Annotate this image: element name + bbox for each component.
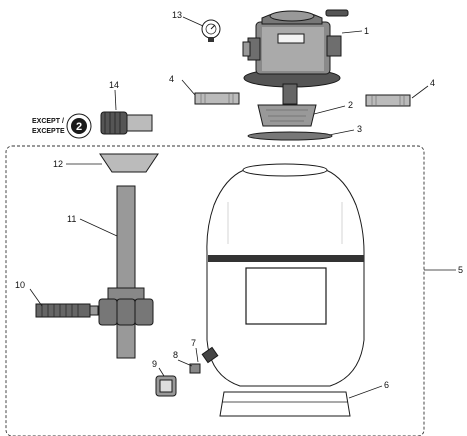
lateral [35,303,99,318]
exception-badge: 2 [66,113,92,139]
tank-base [219,391,351,417]
callout-2: 2 [348,100,353,110]
union-nipple-left [194,92,240,105]
tank-assembly-boundary [5,145,425,436]
pressure-gauge [201,19,221,42]
callout-11: 11 [67,214,76,224]
filter-tank [206,163,365,387]
drain-plug [189,363,201,374]
multiport-valve [242,9,349,88]
exception-note-line1: EXCEPT / [32,118,64,125]
callout-14: 14 [109,80,119,90]
callout-7: 7 [191,338,196,348]
callout-3: 3 [357,124,362,134]
exception-badge-number: 2 [76,121,82,133]
valve-gasket [247,131,333,141]
callout-10: 10 [15,280,25,290]
drain-fitting [201,346,219,364]
drain-cap [100,111,153,135]
diffuser-basket [257,83,317,127]
callout-4-left: 4 [169,74,174,84]
lateral-hub [98,287,154,326]
callout-8: 8 [173,350,178,360]
drain-cap-oring [155,375,177,397]
standpipe-top [99,153,159,173]
union-nipple-right [365,94,411,107]
callout-9: 9 [152,359,157,369]
leader-lines [29,16,456,399]
standpipe [116,185,136,359]
callout-12: 12 [53,159,63,169]
callout-4-right: 4 [430,78,435,88]
callout-1: 1 [364,26,369,36]
callout-6: 6 [384,380,389,390]
callout-5: 5 [458,265,463,275]
callout-13: 13 [172,10,182,20]
exception-note-line2: EXCEPTE [32,128,65,135]
